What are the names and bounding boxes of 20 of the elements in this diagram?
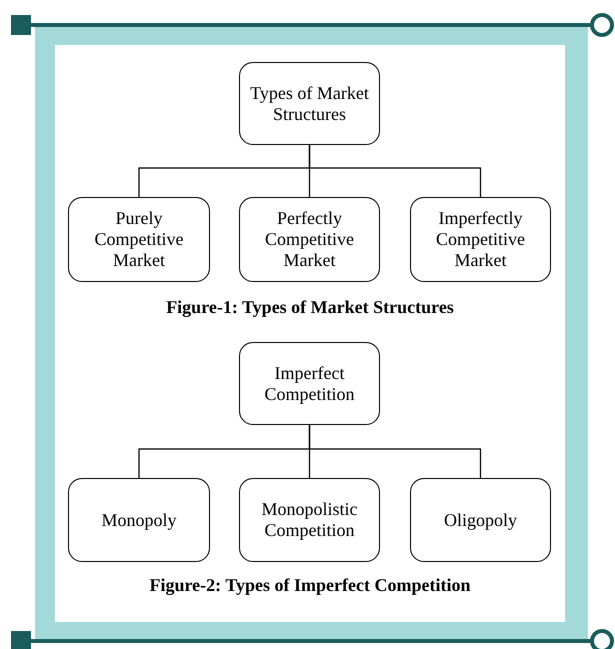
category-box bbox=[239, 342, 380, 425]
box-text: Monopolistic Competition bbox=[260, 499, 358, 541]
category-box bbox=[68, 197, 210, 282]
box-text: Monopoly bbox=[101, 510, 176, 530]
category-box bbox=[239, 197, 380, 282]
box-text: Types of Market Structures bbox=[249, 82, 370, 124]
category-box bbox=[410, 197, 551, 282]
box-text: Purely Competitive Market bbox=[94, 208, 184, 271]
category-box bbox=[239, 62, 380, 145]
category-box bbox=[239, 478, 380, 562]
box-text: Perfectly Competitive Market bbox=[264, 208, 355, 271]
figure-caption: Figure-1: Types of Market Structures bbox=[166, 296, 454, 318]
box-text: Imperfect Competition bbox=[264, 362, 356, 404]
connector-line bbox=[308, 425, 482, 478]
category-box bbox=[410, 478, 551, 562]
box-text: Oligopoly bbox=[444, 510, 517, 530]
box-text: Imperfectly Competitive Market bbox=[435, 208, 526, 271]
figure-caption: Figure-2: Types of Imperfect Competition bbox=[150, 574, 470, 596]
connector-line bbox=[308, 145, 482, 197]
category-box bbox=[68, 478, 210, 562]
